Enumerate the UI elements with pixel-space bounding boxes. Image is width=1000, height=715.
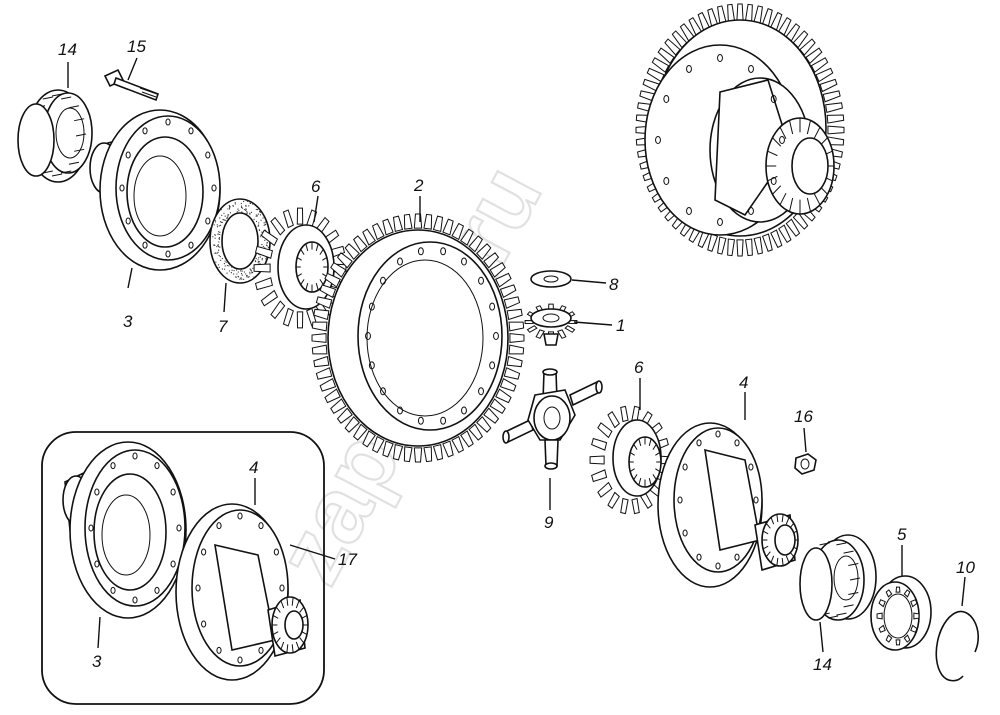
spider-cross-9 — [503, 369, 602, 469]
label-6-top: 6 — [311, 177, 321, 196]
pinion-gear-1 — [525, 304, 577, 345]
label-3-inset: 3 — [92, 652, 102, 671]
nut-16 — [795, 454, 816, 474]
coupling-5 — [871, 576, 931, 650]
label-6-bottom: 6 — [634, 358, 644, 377]
housing-3-top — [90, 110, 220, 270]
label-4-inset: 4 — [249, 458, 258, 477]
bearing-14-bottom — [800, 535, 876, 620]
label-17: 17 — [338, 550, 357, 569]
label-5: 5 — [897, 525, 907, 544]
label-15: 15 — [127, 37, 146, 56]
label-9: 9 — [544, 513, 554, 532]
bolt-15 — [105, 70, 158, 100]
label-1: 1 — [616, 316, 625, 335]
assembled-differential — [636, 4, 844, 256]
label-7: 7 — [218, 317, 228, 336]
thrust-washer-8 — [531, 271, 571, 287]
snap-ring-10 — [936, 611, 978, 680]
label-8: 8 — [609, 275, 619, 294]
label-3-top: 3 — [123, 312, 133, 331]
housing-4-right — [658, 423, 798, 587]
bearing-14-top — [18, 90, 92, 182]
label-10: 10 — [956, 558, 975, 577]
label-4-right: 4 — [739, 373, 748, 392]
label-14-bottom: 14 — [813, 655, 832, 674]
housing-3-inset — [63, 442, 186, 618]
label-16: 16 — [794, 407, 813, 426]
label-14-top: 14 — [58, 40, 77, 59]
label-2: 2 — [413, 176, 424, 195]
